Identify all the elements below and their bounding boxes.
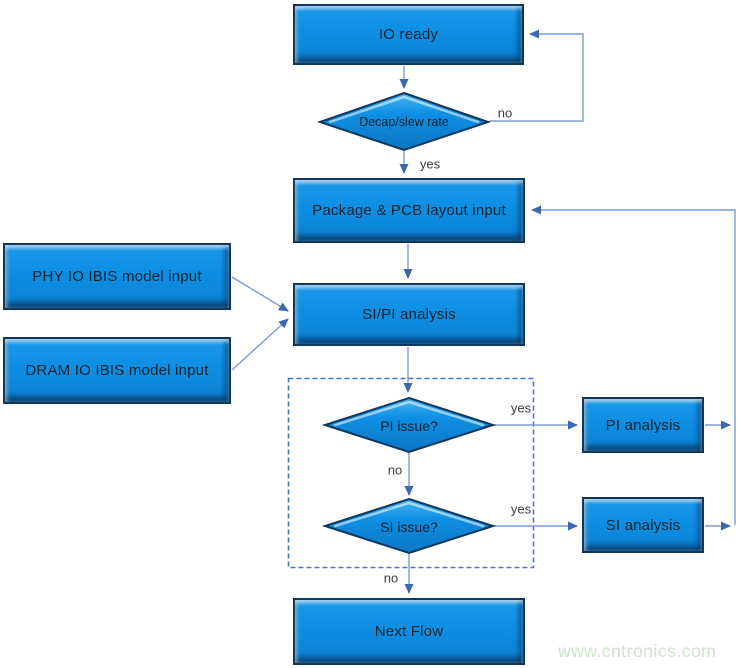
edge-decap-no-loop-to-io-ready: [489, 29, 584, 122]
node-io-ready: IO ready: [293, 4, 524, 65]
edge-label-si-issue-yes: yes: [510, 501, 532, 517]
issue-check-dashed-region: [287, 377, 535, 569]
edge-label-decap-yes: yes: [419, 156, 441, 172]
edge-label-decap-no: no: [497, 105, 513, 121]
node-si-analysis-label: SI analysis: [605, 516, 681, 534]
pi-issue-diamond-bevel: [333, 400, 485, 427]
node-si-issue-label: SI issue?: [380, 519, 438, 535]
node-dram-io-ibis-model-input: DRAM IO IBIS model input: [3, 337, 231, 404]
si-issue-diamond-bevel: [333, 501, 485, 528]
edge-label-si-issue-no: no: [383, 570, 399, 586]
node-dram-io-ibis-model-input-label: DRAM IO IBIS model input: [25, 362, 209, 379]
edge-label-pi-issue-no: no: [387, 462, 403, 478]
node-pi-issue-label: PI issue?: [380, 418, 438, 434]
watermark-text: www.cntronics.com: [558, 641, 717, 661]
node-decap-slew-rate-diamond: [316, 91, 492, 152]
node-si-issue-diamond: [321, 497, 497, 555]
node-next-flow-label: Next Flow: [374, 623, 444, 640]
node-phy-io-ibis-model-input: PHY IO IBIS model input: [3, 243, 231, 310]
node-decap-slew-rate-label: Decap/slew rate: [359, 115, 449, 129]
edge-label-pi-issue-yes: yes: [510, 400, 532, 416]
node-package-pcb-layout-input-label: Package & PCB layout input: [312, 202, 506, 219]
node-pi-issue-diamond: [321, 396, 497, 454]
node-package-pcb-layout-input: Package & PCB layout input: [293, 178, 525, 243]
node-pi-analysis: PI analysis: [582, 397, 704, 453]
node-sipi-analysis-label: SI/PI analysis: [362, 306, 456, 323]
node-si-analysis: SI analysis: [582, 497, 704, 553]
node-sipi-analysis: SI/PI analysis: [293, 283, 525, 346]
node-next-flow: Next Flow: [293, 598, 525, 665]
node-phy-io-ibis-model-input-label: PHY IO IBIS model input: [32, 268, 202, 285]
edge-feedback-rail-to-package: [531, 205, 736, 525]
decap-diamond-bevel: [328, 95, 480, 124]
node-pi-analysis-label: PI analysis: [605, 416, 681, 434]
edge-phy-to-sipi: [231, 276, 289, 312]
edge-dram-to-sipi: [231, 318, 289, 371]
node-io-ready-label: IO ready: [378, 26, 439, 43]
